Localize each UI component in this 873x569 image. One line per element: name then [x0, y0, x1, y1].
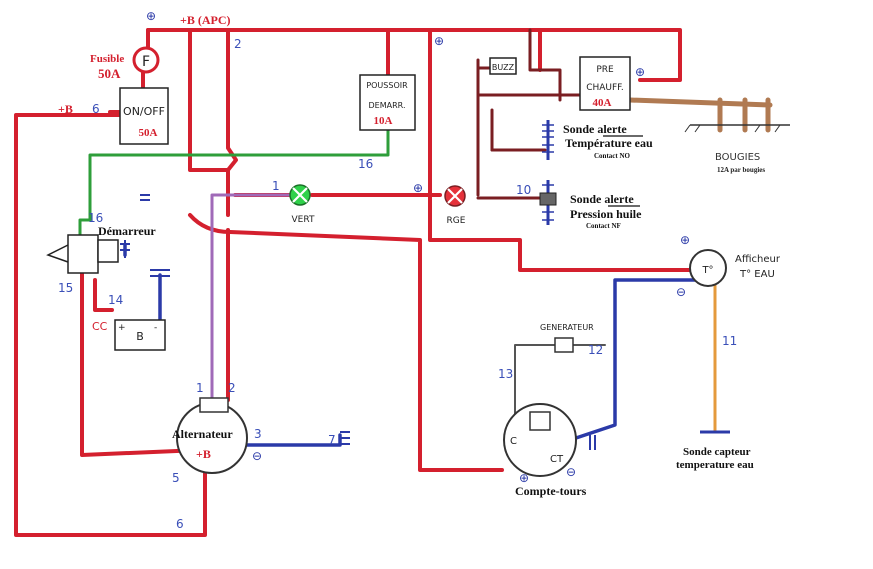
sonde-temp-l2: Température eau [565, 136, 653, 150]
poussoir-l1: POUSSOIR [366, 81, 408, 90]
wire-numbers: 2 6 16 1 10 16 15 14 12 13 11 1 2 3 7 5 … [58, 37, 737, 531]
onoff-label: ON/OFF [123, 105, 165, 118]
wire-num: 10 [516, 183, 531, 197]
fuse-letter: F [142, 54, 150, 70]
wire-num: 11 [722, 334, 737, 348]
wire-num: 13 [498, 367, 513, 381]
wire-num: 2 [228, 381, 236, 395]
wire-num: 14 [108, 293, 123, 307]
alternateur[interactable]: Alternateur +B [172, 397, 248, 474]
c-label: C [510, 436, 517, 447]
afficheur-temperature[interactable]: T° Afficheur T° EAU [689, 249, 781, 287]
poussoir-rating: 10A [374, 115, 393, 127]
minus-symbol: ⊖ [676, 285, 686, 299]
buzzer[interactable]: BUZZ [489, 57, 517, 75]
wire-num: 12 [588, 343, 603, 357]
bougies: BOUGIES 12A par bougies [684, 124, 790, 174]
plus-b-left: +B [58, 102, 73, 116]
compte-tours-label: Compte-tours [515, 484, 587, 498]
darkred-wires [476, 28, 582, 200]
sonde-capteur-l2: temperature eau [676, 459, 754, 471]
rge-label: RGE [447, 216, 466, 226]
ct-label: CT [550, 454, 564, 465]
fuse-rating: 50A [98, 66, 121, 81]
sonde-pression-contact: Contact NF [586, 222, 621, 230]
afficheur-inner: T° [701, 265, 713, 276]
apc-label: +B (APC) [180, 13, 231, 27]
poussoir-l2: DEMARR. [369, 101, 406, 110]
plus-symbol: ⊕ [635, 65, 645, 79]
generateur[interactable]: GENERATEUR [540, 323, 594, 353]
wire-num: 6 [92, 102, 100, 116]
buzz-label: BUZZ [492, 63, 515, 72]
plus-symbol: ⊕ [413, 181, 423, 195]
plus-symbol: ⊕ [434, 34, 444, 48]
svg-text:-: - [154, 323, 157, 333]
minus-symbol: ⊖ [252, 449, 262, 463]
compte-tours[interactable]: C CT Compte-tours [503, 403, 587, 498]
poussoir-demarrage[interactable]: POUSSOIR DEMARR. 10A [359, 74, 416, 131]
sonde-pression-l1: Sonde alerte [570, 192, 634, 206]
wire-num: 5 [172, 471, 180, 485]
green-wires [78, 128, 390, 237]
wire-num: 7 [328, 433, 336, 447]
gray-wires [514, 344, 606, 431]
minus-symbol: ⊖ [566, 465, 576, 479]
prechauff-rating: 40A [593, 97, 612, 109]
sonde-capteur-l1: Sonde capteur [683, 446, 751, 458]
onoff-switch[interactable]: ON/OFF 50A [119, 87, 169, 145]
plus-symbol: ⊕ [146, 9, 156, 23]
wire-num: 1 [272, 179, 280, 193]
battery-label: B [136, 330, 144, 343]
purple-wires [210, 193, 292, 402]
bougies-note: 12A par bougies [717, 166, 765, 174]
wire-num: 1 [196, 381, 204, 395]
polarity-symbols: ⊕ ⊕ ⊕ ⊕ ⊕ ⊖ ⊖ ⊕ ⊖ [146, 9, 690, 485]
prechauffage-relay[interactable]: PRE CHAUFF. 40A [579, 56, 631, 111]
bougies-label: BOUGIES [715, 152, 760, 163]
demarreur[interactable]: Démarreur [46, 224, 156, 274]
prechauff-l2: CHAUFF. [586, 83, 624, 93]
sonde-pression-huile[interactable]: Sonde alerte Pression huile Contact NF [539, 180, 642, 230]
voyant-vert[interactable]: VERT [289, 184, 315, 225]
demarreur-label: Démarreur [98, 224, 156, 238]
afficheur-l1: Afficheur [735, 254, 781, 265]
sonde-temp-l1: Sonde alerte [563, 122, 627, 136]
cc-label: CC [92, 320, 108, 333]
plus-symbol: ⊕ [680, 233, 690, 247]
onoff-rating: 50A [139, 127, 158, 139]
batterie[interactable]: B + - [114, 319, 166, 351]
sonde-temperature-alerte[interactable]: Sonde alerte Température eau Contact NO [542, 120, 653, 160]
voyant-rouge[interactable]: RGE [444, 185, 466, 226]
afficheur-l2: T° EAU [739, 269, 775, 280]
fuse[interactable]: F [132, 46, 160, 74]
wire-num: 15 [58, 281, 73, 295]
generateur-label: GENERATEUR [540, 323, 594, 332]
alternateur-label: Alternateur [172, 427, 233, 441]
prechauff-l1: PRE [596, 65, 614, 75]
wire-num: 6 [176, 517, 184, 531]
plus-symbol: ⊕ [519, 471, 529, 485]
sonde-pression-l2: Pression huile [570, 207, 642, 221]
ground-symbols [120, 194, 596, 450]
svg-text:+: + [118, 323, 126, 333]
fuse-title: Fusible [90, 53, 124, 65]
sonde-temp-contact: Contact NO [594, 152, 631, 160]
wire-num: 2 [234, 37, 242, 51]
alternateur-plus-b: +B [196, 447, 211, 461]
sonde-capteur-temperature[interactable]: Sonde capteur temperature eau [676, 430, 754, 471]
wire-num: 16 [358, 157, 373, 171]
wire-num: 3 [254, 427, 262, 441]
wire-num: 16 [88, 211, 103, 225]
vert-label: VERT [292, 215, 315, 225]
